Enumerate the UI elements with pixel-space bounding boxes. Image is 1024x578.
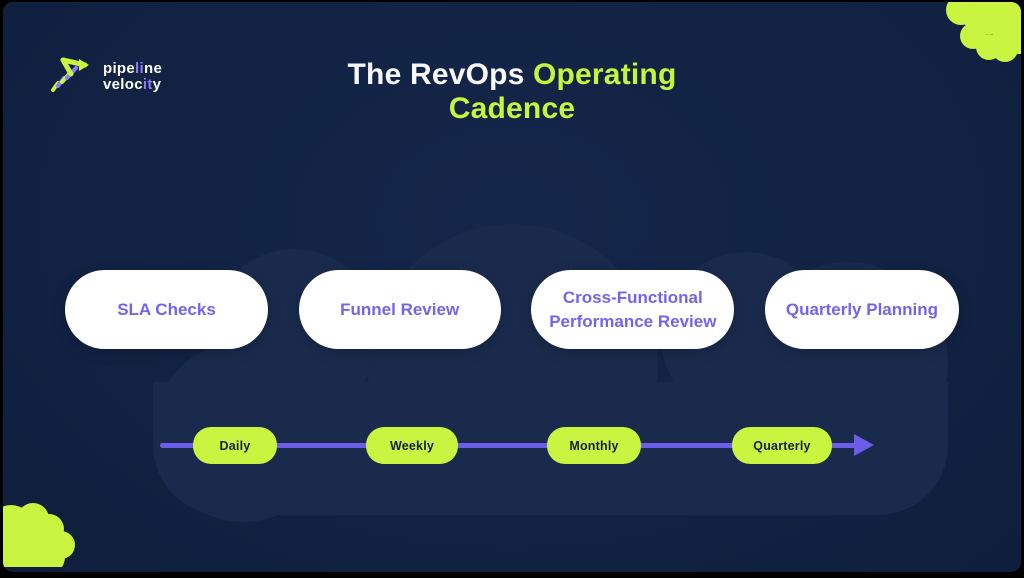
stage-pill-funnel-review: Funnel Review — [298, 270, 501, 349]
wordmark-segment: li — [135, 59, 144, 77]
arrow-growth-icon — [49, 52, 95, 101]
wordmark-segment: pipe — [103, 59, 136, 77]
title-accent-part: Operating — [532, 58, 677, 91]
cloud-decoration-bottom-left-icon — [3, 495, 89, 572]
wordmark-segment: it — [142, 75, 153, 93]
cloud-decoration-top-right-icon — [929, 2, 1021, 79]
title-white-part: The RevOps — [347, 58, 525, 91]
stage-pill-sla-checks: SLA Checks — [65, 270, 268, 349]
title-accent-part: Cadence — [448, 92, 576, 125]
wordmark-segment: veloc — [103, 75, 143, 93]
wordmark-segment: y — [152, 75, 162, 93]
stage-pill-quarterly-planning: Quarterly Planning — [764, 270, 959, 349]
stage-pill-cross-functional-performance-review: Cross-Functional Performance Review — [531, 270, 735, 349]
stage-label: Cross-Functional Performance Review — [549, 288, 717, 331]
stage-label: Quarterly Planning — [785, 299, 939, 319]
stage-label: SLA Checks — [117, 299, 216, 319]
brand-logo: pipeline velocity — [49, 52, 162, 101]
stage-label: Funnel Review — [340, 299, 460, 319]
wordmark-segment: ne — [143, 59, 163, 77]
stage-row: SLA Checks Funnel Review Cross-Functiona… — [65, 270, 959, 349]
brand-wordmark: pipeline velocity — [103, 59, 163, 93]
background-cloud-body — [153, 382, 948, 515]
